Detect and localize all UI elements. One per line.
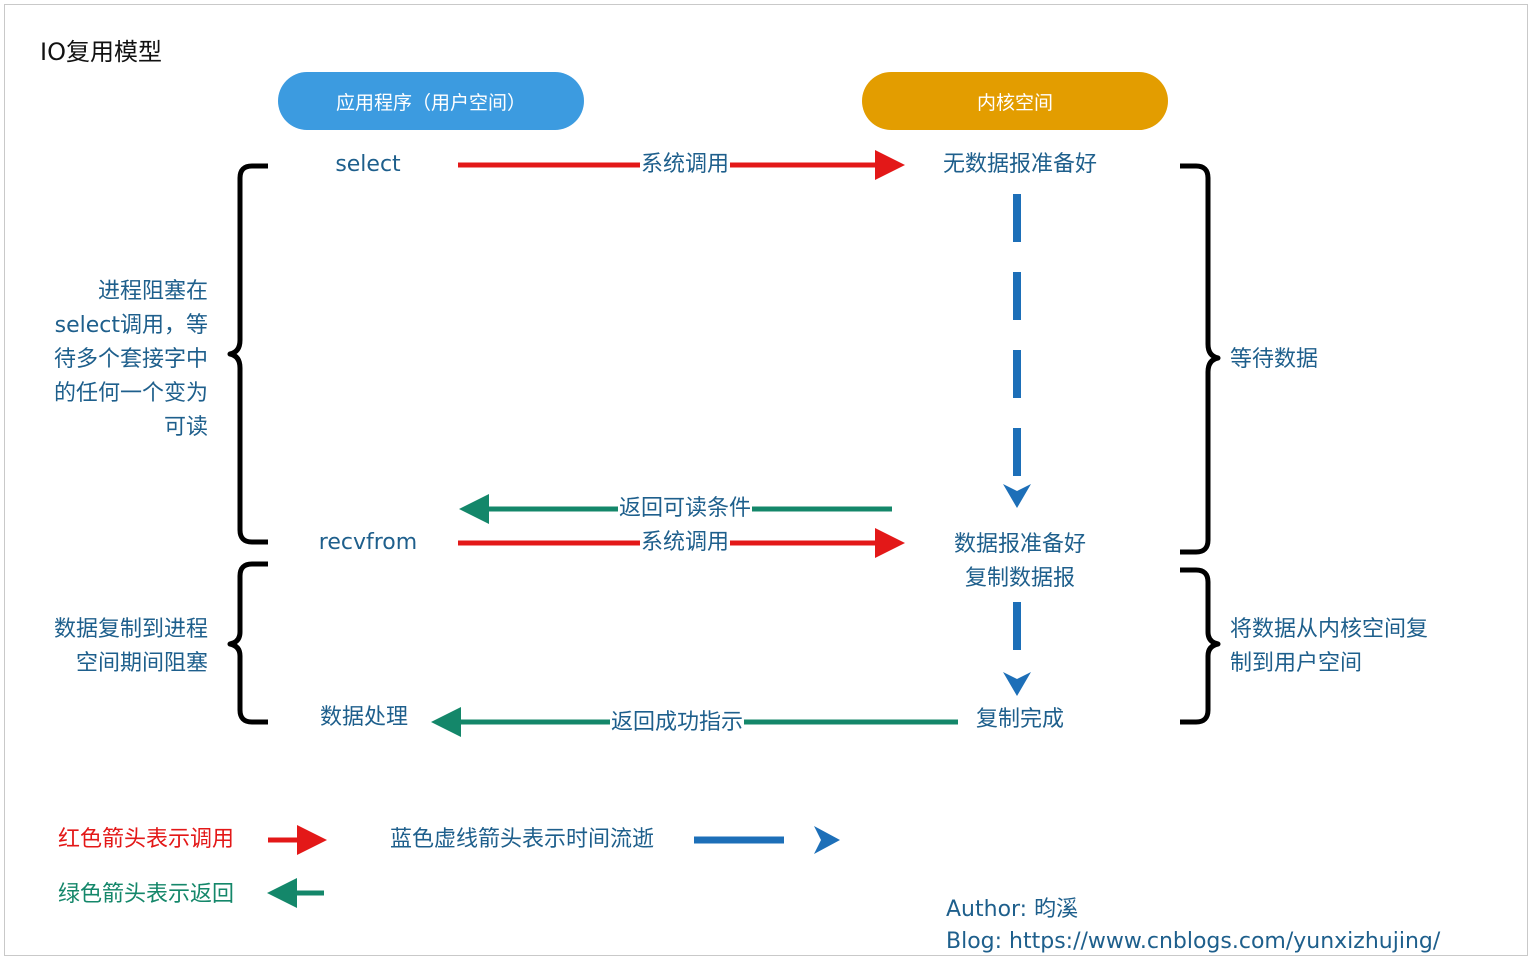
time-arrowhead-1	[1003, 484, 1031, 508]
legend-blue-text: 蓝色虚线箭头表示时间流逝	[390, 827, 655, 852]
copy-data-note-line-1: 将数据从内核空间复	[1230, 617, 1429, 642]
right-brace-wait	[1180, 163, 1221, 555]
blog-text: Blog: https://www.cnblogs.com/yunxizhuji…	[946, 929, 1441, 954]
legend-red-text: 红色箭头表示调用	[58, 827, 235, 852]
data-ready-label: 数据报准备好	[953, 532, 1087, 557]
recvfrom-label: recvfrom	[318, 530, 418, 555]
kernel-space-header: 内核空间	[862, 72, 1168, 130]
select-label: select	[335, 152, 401, 177]
left-brace-copy	[227, 561, 268, 725]
block-select-note-line-2: select调用，等	[54, 313, 208, 338]
legend-blue-arrowhead	[814, 826, 840, 854]
copy-datagram-label: 复制数据报	[964, 566, 1076, 591]
legend-green-text: 绿色箭头表示返回	[58, 882, 235, 907]
return-readable-label: 返回可读条件	[617, 496, 753, 522]
block-copy-note-line-1: 数据复制到进程	[53, 617, 208, 642]
return-success-label: 返回成功指示	[609, 710, 745, 736]
copy-data-note-line-2: 制到用户空间	[1230, 651, 1363, 676]
block-select-note-line-1: 进程阻塞在	[97, 279, 208, 304]
wait-data-note: 等待数据	[1230, 347, 1319, 372]
block-select-note-line-5: 可读	[163, 415, 208, 440]
syscall-label-1: 系统调用	[639, 152, 731, 178]
syscall-label-2: 系统调用	[639, 530, 731, 556]
block-copy-note-line-2: 空间期间阻塞	[75, 651, 208, 676]
data-processing-label: 数据处理	[319, 705, 409, 730]
author-text: Author: 昀溪	[946, 897, 1079, 922]
app-space-header: 应用程序（用户空间）	[278, 72, 584, 130]
right-brace-copy	[1180, 567, 1221, 725]
page-title: IO复用模型	[40, 38, 162, 66]
block-select-note-line-3: 待多个套接字中	[53, 347, 208, 372]
time-arrowhead-2	[1003, 672, 1031, 696]
copy-done-label: 复制完成	[975, 707, 1065, 732]
block-select-note-line-4: 的任何一个变为	[53, 381, 208, 406]
no-data-ready-label: 无数据报准备好	[942, 152, 1098, 177]
left-brace-select	[227, 163, 268, 545]
diagram-frame	[4, 4, 1528, 956]
